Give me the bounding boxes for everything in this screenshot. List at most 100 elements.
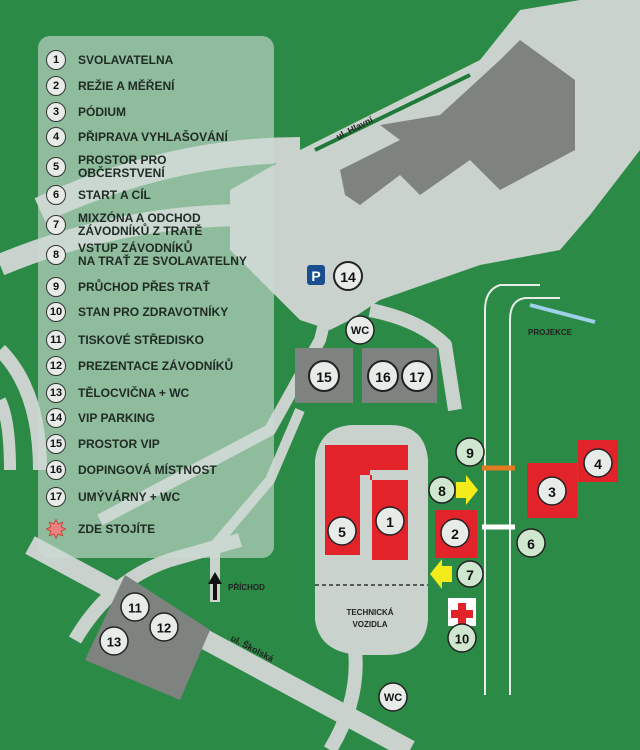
marker-4-label: 4	[594, 456, 602, 472]
entrance-arrow-icon	[208, 572, 222, 600]
marker-11[interactable]	[120, 592, 150, 622]
legend-text: SVOLAVATELNA	[78, 52, 174, 67]
marker-9[interactable]	[455, 437, 485, 467]
marker-14[interactable]	[333, 261, 363, 291]
legend-item: 12 PREZENTACE ZÁVODNÍKŮ	[38, 356, 274, 376]
label-projekce: PROJEKCE	[528, 328, 573, 337]
legend-number: 2	[46, 76, 66, 96]
legend-item: 3 PÓDIUM	[38, 102, 274, 122]
legend-text: VSTUP ZÁVODNÍKŮ NA TRAŤ ZE SVOLAVATELNY	[78, 241, 247, 268]
legend-item-you-are-here: ZDE STOJÍTE	[38, 519, 274, 539]
path-south	[323, 649, 363, 750]
marker-12-label: 12	[157, 621, 171, 636]
marker-13-label: 13	[107, 635, 121, 650]
building-main	[340, 40, 575, 205]
parking-sign-icon	[307, 265, 325, 285]
label-prichod: PŘÍCHOD	[228, 583, 265, 592]
legend-number: 9	[46, 277, 66, 297]
legend-number: 12	[46, 356, 66, 376]
projection-screen	[529, 303, 596, 324]
building-11-12-13	[85, 575, 210, 700]
legend-text-you-are-here: ZDE STOJÍTE	[78, 521, 156, 536]
arrow-entry-icon	[456, 475, 478, 505]
legend-text: UMÝVÁRNY + WC	[78, 489, 181, 504]
marker-3-label: 3	[548, 484, 556, 500]
legend-text: START A CÍL	[78, 187, 151, 202]
legend-number: 11	[46, 330, 66, 350]
label-technicka-2: VOZIDLA	[352, 620, 387, 629]
legend-number: 13	[46, 383, 66, 403]
marker-6-label: 6	[527, 536, 535, 552]
legend-item: 15 PROSTOR VIP	[38, 434, 274, 454]
legend-item: 7 MIXZÓNA A ODCHOD ZÁVODNÍKŮ Z TRATĚ	[38, 212, 274, 238]
legend-text: STAN PRO ZDRAVOTNÍKY	[78, 304, 229, 319]
marker-10-label: 10	[455, 632, 469, 647]
track-line-inner	[509, 297, 560, 321]
marker-wc-north[interactable]	[345, 315, 375, 345]
legend-text: VIP PARKING	[78, 410, 155, 425]
marker-15[interactable]	[308, 360, 340, 392]
legend-number: 17	[46, 487, 66, 507]
marker-2-label: 2	[451, 526, 459, 542]
legend-number: 10	[46, 302, 66, 322]
marker-1[interactable]	[375, 506, 405, 536]
marker-2[interactable]	[440, 518, 470, 548]
legend-item: 2 REŽIE A MĚŘENÍ	[38, 76, 274, 96]
path-east	[368, 303, 462, 412]
marker-wc-south-label: WC	[384, 692, 402, 704]
legend-number: 4	[46, 127, 66, 147]
marker-3[interactable]	[537, 476, 567, 506]
legend-number: 14	[46, 408, 66, 428]
legend-number: 15	[46, 434, 66, 454]
legend-text: PROSTOR VIP	[78, 436, 160, 451]
legend-item: 16 DOPINGOVÁ MÍSTNOST	[38, 460, 274, 480]
marker-9-label: 9	[466, 445, 474, 461]
road-west-edge	[0, 397, 16, 471]
legend-text: PŘIPRAVA VYHLAŠOVÁNÍ	[78, 129, 228, 144]
marker-16[interactable]	[367, 360, 399, 392]
marker-16-label: 16	[375, 369, 391, 385]
hlavni-green-stripe	[314, 73, 471, 152]
marker-17[interactable]	[401, 360, 433, 392]
legend-item: 17 UMÝVÁRNY + WC	[38, 487, 274, 507]
marker-1-label: 1	[386, 514, 394, 530]
label-technicka-1: TECHNICKÁ	[346, 608, 393, 617]
legend-number: 6	[46, 185, 66, 205]
legend-item: 10 STAN PRO ZDRAVOTNÍKY	[38, 302, 274, 322]
medical-cross-icon	[451, 603, 473, 625]
marker-wc-south[interactable]	[378, 682, 408, 712]
legend-text: DOPINGOVÁ MÍSTNOST	[78, 462, 217, 477]
legend-item: 6 START A CÍL	[38, 185, 274, 205]
marker-8-label: 8	[438, 483, 446, 499]
marker-8[interactable]	[428, 476, 456, 504]
legend-text: PROSTOR PRO OBČERSTVENÍ	[78, 153, 167, 180]
legend-text: PÓDIUM	[78, 104, 126, 119]
legend-number: 3	[46, 102, 66, 122]
legend-text: PREZENTACE ZÁVODNÍKŮ	[78, 358, 234, 373]
legend-number: 7	[46, 215, 66, 235]
race-track	[484, 310, 511, 695]
marker-wc-north-label: WC	[351, 325, 369, 337]
marker-12[interactable]	[149, 612, 179, 642]
legend-number: 16	[46, 460, 66, 480]
legend-text: REŽIE A MĚŘENÍ	[78, 78, 175, 93]
marker-10[interactable]	[447, 623, 477, 653]
legend-text: TĚLOCVIČNA + WC	[78, 385, 190, 400]
legend-text: MIXZÓNA A ODCHOD ZÁVODNÍKŮ Z TRATĚ	[78, 211, 203, 238]
legend-text: PRŮCHOD PŘES TRAŤ	[78, 279, 211, 294]
marker-7-label: 7	[466, 567, 474, 583]
marker-4[interactable]	[583, 448, 613, 478]
marker-5[interactable]	[327, 516, 357, 546]
marker-13[interactable]	[99, 626, 129, 656]
legend-item: 13 TĚLOCVIČNA + WC	[38, 383, 274, 403]
marker-6[interactable]	[516, 528, 546, 558]
arrow-exit-icon	[430, 559, 452, 589]
marker-7[interactable]	[456, 560, 484, 588]
marker-5-label: 5	[338, 524, 346, 540]
parking-sign-label: P	[311, 268, 320, 284]
